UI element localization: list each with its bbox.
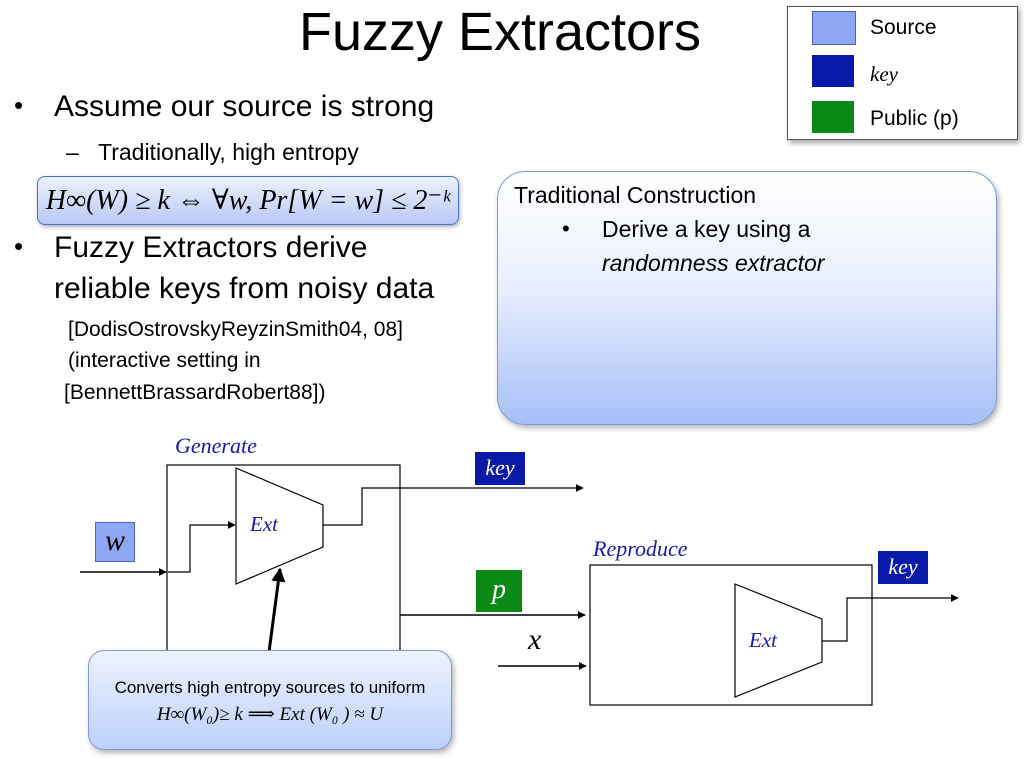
ext-trapezoid-reproduce (734, 583, 823, 698)
reproduce-key-output-arrow (822, 594, 959, 642)
sub-bullet-dash: – (66, 139, 79, 165)
bullet-fuzzy-line2: reliable keys from noisy data (54, 272, 435, 305)
w-to-ext-arrow (168, 521, 236, 573)
ext-label-reproduce: Ext (749, 628, 777, 652)
citation-interactive: (interactive setting in (68, 349, 261, 372)
bullet-dot: • (14, 231, 24, 261)
citation-bbr: [BennettBrassardRobert88]) (64, 381, 326, 404)
extractor-note-box: Converts high entropy sources to uniform… (88, 650, 452, 750)
traditional-bullet-line1: Derive a key using a (602, 216, 811, 242)
traditional-heading: Traditional Construction (514, 182, 757, 208)
legend-swatch-source (812, 11, 856, 45)
traditional-construction-box: Traditional Construction • Derive a key … (497, 171, 997, 425)
ext-trapezoid-generate (235, 467, 324, 585)
x-input-label: x (528, 623, 542, 656)
legend-label-public: Public (p) (870, 107, 959, 130)
citation-dors: [DodisOstrovskyReyzinSmith04, 08] (68, 318, 403, 341)
key-tag-generate: key (475, 452, 525, 485)
w-source-tag: w (95, 522, 135, 562)
entropy-formula-box: H∞(W) ≥ k ⇔ ∀w, Pr[W = w] ≤ 2⁻ᵏ (37, 176, 459, 225)
legend-label-source: Source (870, 16, 937, 39)
note-line1: Converts high entropy sources to uniform (114, 678, 426, 697)
legend-swatch-key (812, 55, 854, 87)
key-output-arrow (323, 484, 584, 526)
key-tag-reproduce: key (878, 551, 928, 584)
legend-label-key: key (870, 62, 898, 86)
generate-label: Generate (175, 433, 257, 458)
note-pointer-arrow (267, 567, 286, 653)
public-p-tag: p (476, 570, 522, 612)
legend-swatch-public (812, 101, 854, 133)
bullet-fuzzy-line1: Fuzzy Extractors derive (54, 231, 368, 264)
bullet-dot: • (562, 216, 570, 241)
bullet-assume-source: Assume our source is strong (54, 90, 435, 123)
reproduce-box (589, 564, 873, 706)
reproduce-label: Reproduce (593, 536, 688, 561)
sub-bullet-high-entropy: Traditionally, high entropy (98, 139, 359, 165)
slide-title: Fuzzy Extractors (298, 2, 702, 62)
traditional-bullet-line2: randomness extractor (602, 250, 825, 276)
bullet-dot: • (14, 90, 24, 120)
legend: Source key Public (p) (787, 6, 1018, 140)
min-entropy-formula: H∞(W) ≥ k ⇔ ∀w, Pr[W = w] ≤ 2⁻ᵏ (45, 185, 451, 216)
ext-label-generate: Ext (250, 512, 278, 536)
note-formula: H∞(W₀)≥ k ⟹ Ext (W₀ ) ≈ U (156, 704, 384, 725)
